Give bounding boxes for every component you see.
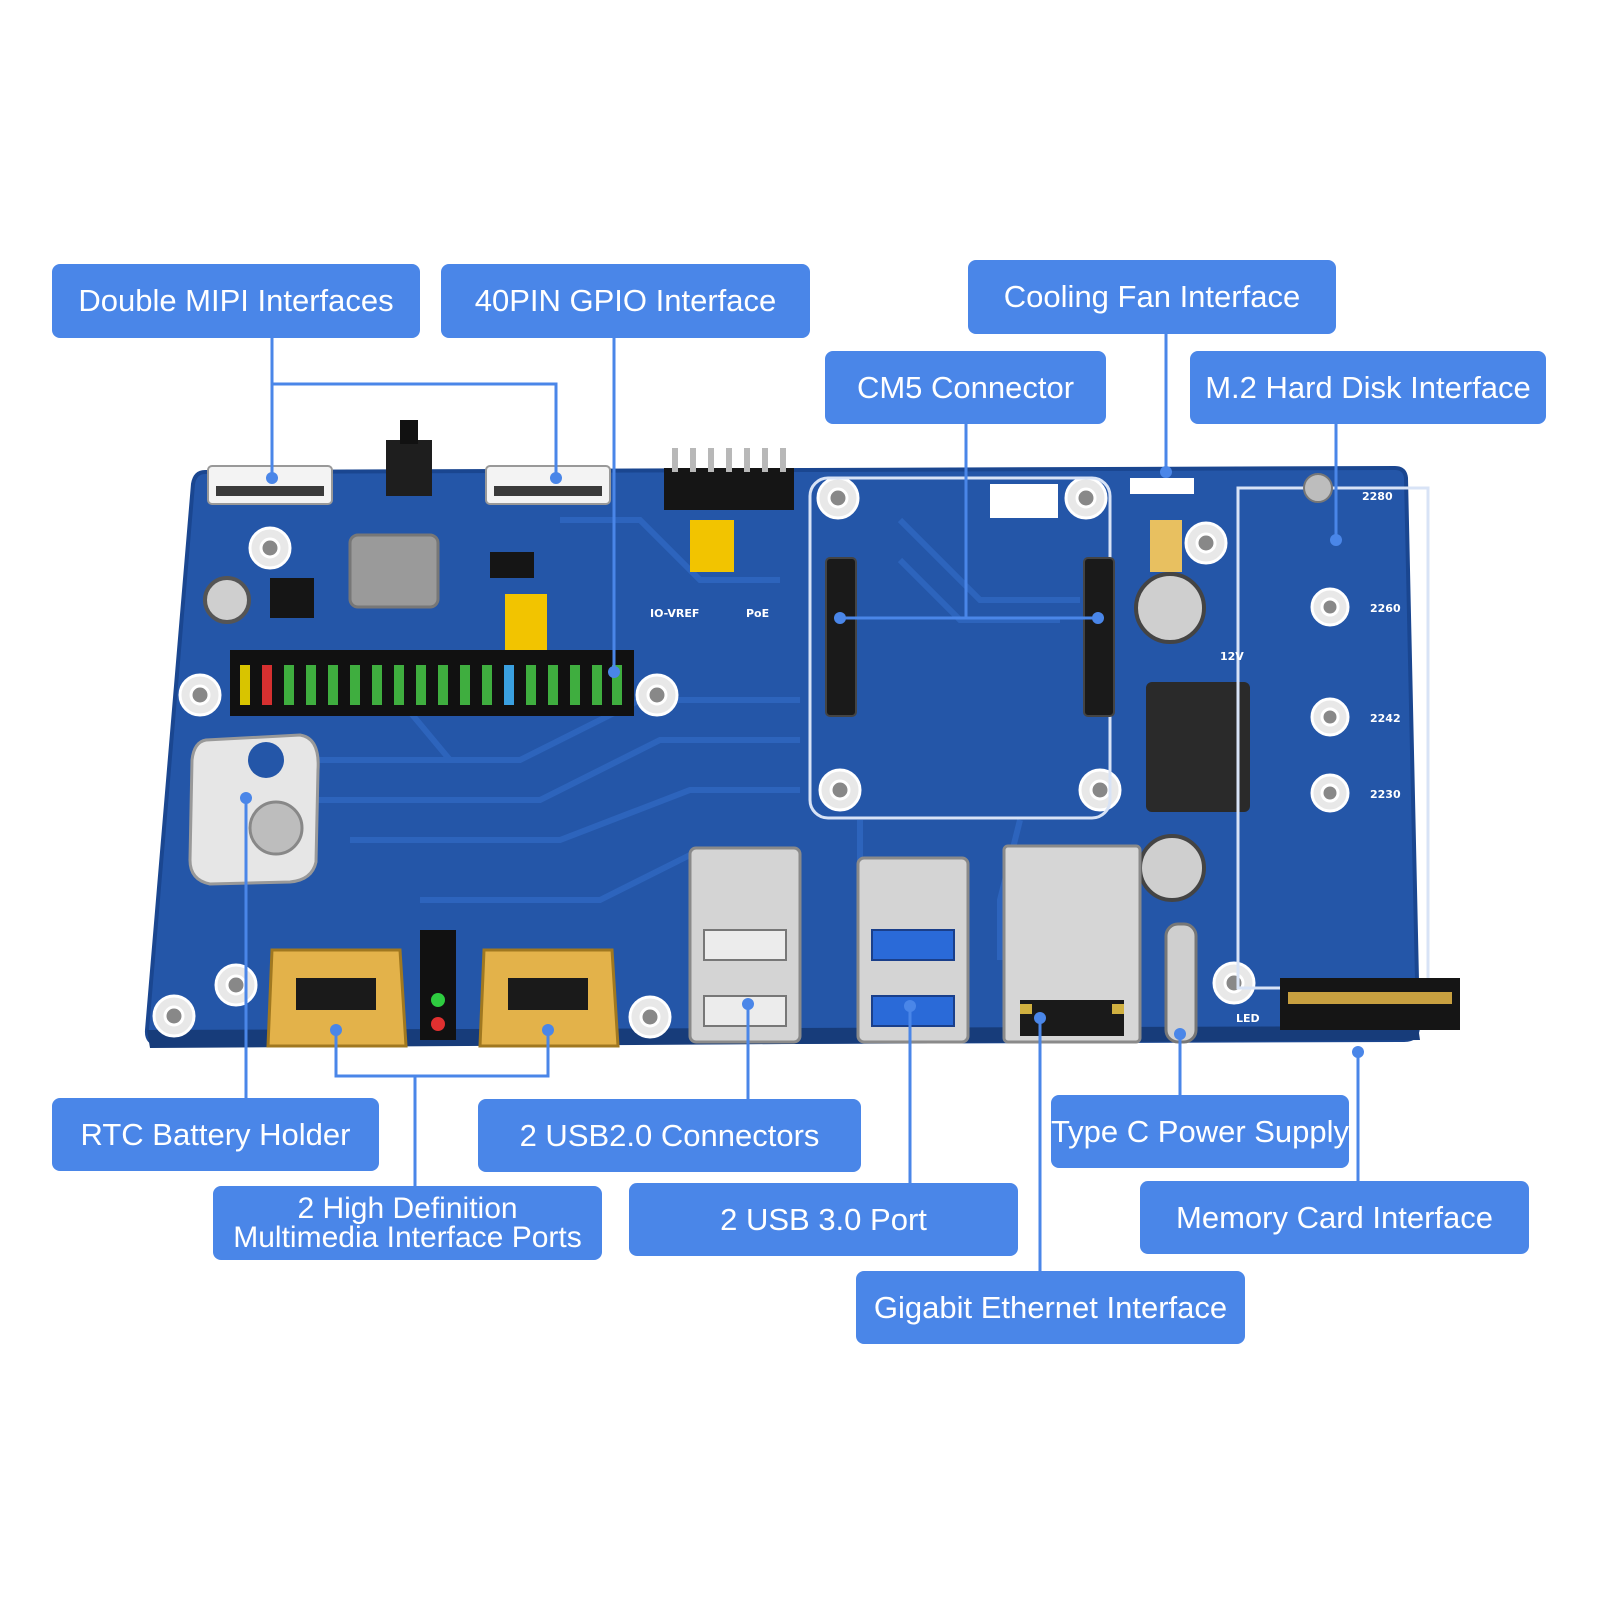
- silk-12v: 12V: [1220, 650, 1244, 663]
- usb2-ports: [688, 846, 802, 1044]
- inductor: [348, 533, 440, 609]
- jumper-yellow: [505, 594, 547, 654]
- label-memory-card-interface: Memory Card Interface: [1140, 1181, 1529, 1254]
- label-usb3-port: 2 USB 3.0 Port: [629, 1183, 1018, 1256]
- label-text: Type C Power Supply: [1050, 1113, 1350, 1149]
- label-40pin-gpio-interface: 40PIN GPIO Interface: [441, 264, 810, 338]
- silk-io-vref: IO-VREF: [650, 607, 699, 620]
- leader-endpoints: [240, 466, 1364, 1058]
- silk-led: LED: [1236, 1012, 1260, 1025]
- transformer: [1146, 682, 1250, 812]
- label-text: 40PIN GPIO Interface: [474, 283, 777, 318]
- label-cooling-fan-interface: Cooling Fan Interface: [968, 260, 1336, 334]
- gpio-header: [230, 650, 634, 716]
- m2-area: [1236, 473, 1460, 1030]
- leader-lines: [244, 334, 1360, 1271]
- label-text: Memory Card Interface: [1176, 1199, 1493, 1235]
- capacitor-right: [1134, 572, 1206, 644]
- label-cm5-connector: CM5 Connector: [825, 351, 1106, 424]
- label-rtc-battery-holder: RTC Battery Holder: [52, 1098, 379, 1171]
- mounting-holes: [152, 476, 1350, 1039]
- label-m2-hard-disk-interface: M.2 Hard Disk Interface: [1190, 351, 1546, 424]
- hdmi-ports: [266, 930, 620, 1048]
- label-text-line-1: 2 High Definition: [297, 1192, 518, 1225]
- label-text: Gigabit Ethernet Interface: [873, 1289, 1228, 1325]
- m2-size-2230: 2230: [1370, 788, 1401, 801]
- label-double-mipi-interfaces: Double MIPI Interfaces: [52, 264, 420, 338]
- label-text: 2 USB2.0 Connectors: [519, 1117, 820, 1153]
- rtc-battery-holder: [188, 733, 320, 886]
- chip-2: [490, 552, 534, 578]
- usb3-ports: [856, 856, 970, 1044]
- cm5-area: [808, 476, 1115, 820]
- m2-size-2280: 2280: [1362, 490, 1393, 503]
- fan-connector: [1130, 478, 1194, 572]
- m2-size-2242: 2242: [1370, 712, 1401, 725]
- label-usb2-connectors: 2 USB2.0 Connectors: [478, 1099, 861, 1172]
- label-text: Double MIPI Interfaces: [78, 283, 394, 318]
- label-type-c-power-supply: Type C Power Supply: [1051, 1095, 1349, 1168]
- ethernet-port: [1002, 844, 1142, 1044]
- label-gigabit-ethernet-interface: Gigabit Ethernet Interface: [856, 1271, 1245, 1344]
- label-hdmi-ports: 2 High Definition Multimedia Interface P…: [213, 1186, 602, 1260]
- label-text-line-2: Multimedia Interface Ports: [233, 1221, 582, 1254]
- chip-1: [270, 578, 314, 618]
- m2-size-2260: 2260: [1370, 602, 1401, 615]
- label-text: CM5 Connector: [856, 369, 1075, 405]
- typec-port: [1164, 922, 1198, 1044]
- label-text: RTC Battery Holder: [80, 1116, 351, 1152]
- capacitor-bottom: [1138, 834, 1206, 902]
- silk-poe: PoE: [746, 607, 769, 620]
- label-text: Cooling Fan Interface: [1003, 279, 1301, 314]
- poe-header: [664, 448, 794, 572]
- label-text: M.2 Hard Disk Interface: [1205, 369, 1531, 405]
- mipi-connectors: [207, 465, 611, 505]
- capacitor-left: [203, 576, 251, 624]
- push-button: [386, 420, 432, 496]
- label-text: 2 USB 3.0 Port: [720, 1201, 927, 1237]
